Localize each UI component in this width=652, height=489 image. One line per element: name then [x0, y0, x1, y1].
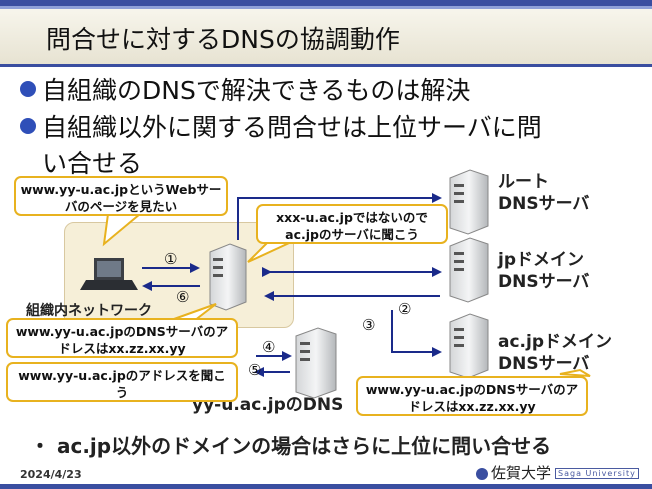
step-6-label: ⑥ — [176, 288, 190, 306]
callout-ask-yyu: www.yy-u.ac.jpのアドレスを聞こう — [6, 362, 238, 402]
root-dns-label-line1: ルート — [498, 172, 549, 192]
bullet-dot-1 — [20, 81, 36, 97]
arrow-step-3 — [391, 310, 442, 357]
root-dns-label-line2: DNSサーバ — [498, 194, 590, 214]
title-bar — [0, 9, 652, 64]
yy-u-dns-server-icon — [295, 327, 337, 399]
bullet-2-continued: い合せる — [42, 149, 143, 178]
step-5-label: ⑤ — [248, 361, 262, 379]
acjp-dns-label: ac.jpドメイン DNSサーバ — [498, 331, 612, 375]
jp-dns-label-line2: DNSサーバ — [498, 272, 590, 292]
step-3-label: ③ — [362, 316, 376, 334]
acjp-dns-server-icon — [449, 313, 489, 379]
jp-dns-server-icon — [449, 237, 489, 303]
callout-answer-acjp: www.yy-u.ac.jpのDNSサーバのアドレスはxx.zz.xx.yy — [356, 376, 588, 416]
footer-bullet: ・ ac.jp以外のドメインの場合はさらに上位に問い合せる — [30, 434, 552, 458]
local-dns-server-icon — [209, 243, 247, 311]
slide-date: 2024/4/23 — [20, 468, 82, 481]
callout-pointer-answer-acjp — [559, 368, 591, 377]
acjp-dns-label-line1: ac.jpドメイン — [498, 332, 613, 352]
callout-ask-upper: xxx-u.ac.jpではないのでac.jpのサーバに聞こう — [256, 204, 448, 244]
jp-dns-label-line1: jpドメイン — [498, 250, 584, 270]
callout-pointer-user — [102, 213, 143, 247]
top-accent-bar-light — [0, 6, 652, 9]
bullet-dot-2 — [20, 118, 36, 134]
callout-user-request: www.yy-u.ac.jpというWebサーバのページを見たい — [14, 176, 228, 216]
logo-mark-icon — [476, 467, 488, 480]
root-dns-label: ルート DNSサーバ — [498, 171, 589, 215]
acjp-dns-label-line2: DNSサーバ — [498, 354, 590, 374]
organization-network-label: 組織内ネットワーク — [26, 303, 152, 319]
step-1-label: ① — [164, 250, 178, 268]
step-4-label: ④ — [262, 338, 276, 356]
step-2-label: ② — [398, 300, 412, 318]
computer-icon — [80, 258, 138, 290]
bullet-2: 自組織以外に関する問合せは上位サーバに問 — [42, 113, 542, 142]
top-accent-bar — [0, 0, 652, 6]
bullet-1: 自組織のDNSで解決できるものは解決 — [42, 76, 471, 105]
title-underline — [0, 64, 652, 67]
slide-title: 問合せに対するDNSの協調動作 — [46, 25, 400, 54]
logo-text: 佐賀大学 — [491, 464, 552, 482]
arrow-to-root-dns — [237, 193, 442, 240]
bottom-accent-bar — [0, 484, 652, 489]
logo-subtext: Saga University — [555, 468, 639, 479]
callout-answer-user: www.yy-u.ac.jpのDNSサーバのアドレスはxx.zz.xx.yy — [6, 318, 238, 358]
root-dns-server-icon — [449, 169, 489, 235]
jp-dns-label: jpドメイン DNSサーバ — [498, 249, 589, 293]
